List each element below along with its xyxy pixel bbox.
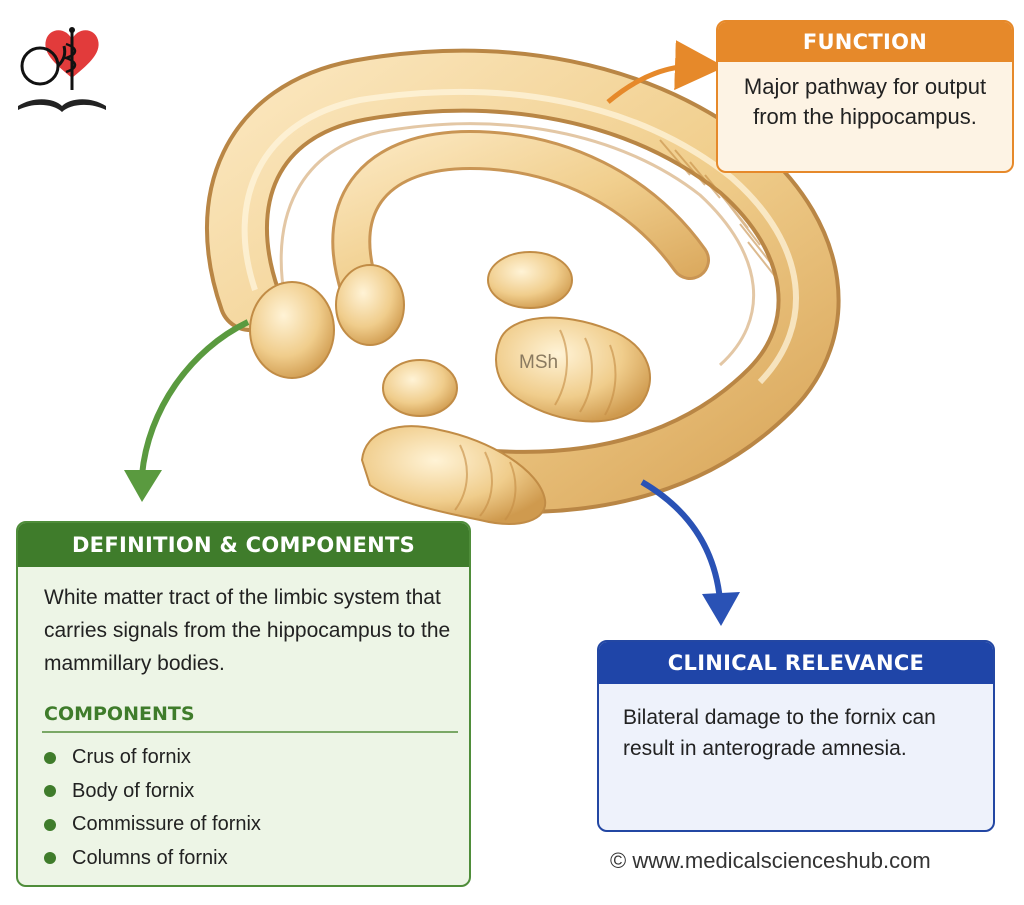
clinical-text: Bilateral damage to the fornix can resul… <box>623 706 936 760</box>
bullet-icon <box>44 785 56 798</box>
clinical-arrow <box>640 479 723 601</box>
list-item: Commissure of fornix <box>44 808 261 842</box>
clinical-arrowhead <box>702 592 740 626</box>
bullet-icon <box>44 852 56 865</box>
function-title: FUNCTION <box>718 22 1012 62</box>
clinical-title: CLINICAL RELEVANCE <box>599 642 993 684</box>
crus-of-fornix <box>331 129 710 310</box>
list-item: Crus of fornix <box>44 741 261 775</box>
copyright-text: © www.medicalscienceshub.com <box>610 848 931 873</box>
components-heading: COMPONENTS <box>44 703 195 725</box>
component-label: Crus of fornix <box>72 746 191 768</box>
function-panel: FUNCTION Major pathway for output from t… <box>716 20 1014 173</box>
clinical-panel: CLINICAL RELEVANCE Bilateral damage to t… <box>597 640 995 832</box>
definition-arrowhead <box>124 470 162 502</box>
definition-title: DEFINITION & COMPONENTS <box>18 523 469 567</box>
components-divider <box>42 731 458 733</box>
definition-text: White matter tract of the limbic system … <box>44 586 451 675</box>
component-label: Commissure of fornix <box>72 813 261 835</box>
bullet-icon <box>44 751 56 764</box>
bullet-icon <box>44 818 56 831</box>
component-label: Columns of fornix <box>72 846 228 869</box>
components-list: Crus of fornix Body of fornix Commissure… <box>44 741 261 875</box>
definition-panel: DEFINITION & COMPONENTS White matter tra… <box>16 521 471 887</box>
medical-logo-icon <box>18 27 106 112</box>
fornix-bulbs <box>249 251 651 525</box>
list-item: Columns of fornix <box>44 842 261 876</box>
list-item: Body of fornix <box>44 775 261 809</box>
function-arrow <box>606 40 725 104</box>
watermark-text: MSh <box>519 352 559 373</box>
component-label: Body of fornix <box>72 779 195 802</box>
definition-arrow <box>139 319 250 476</box>
function-text: Major pathway for output from the hippoc… <box>743 74 987 129</box>
